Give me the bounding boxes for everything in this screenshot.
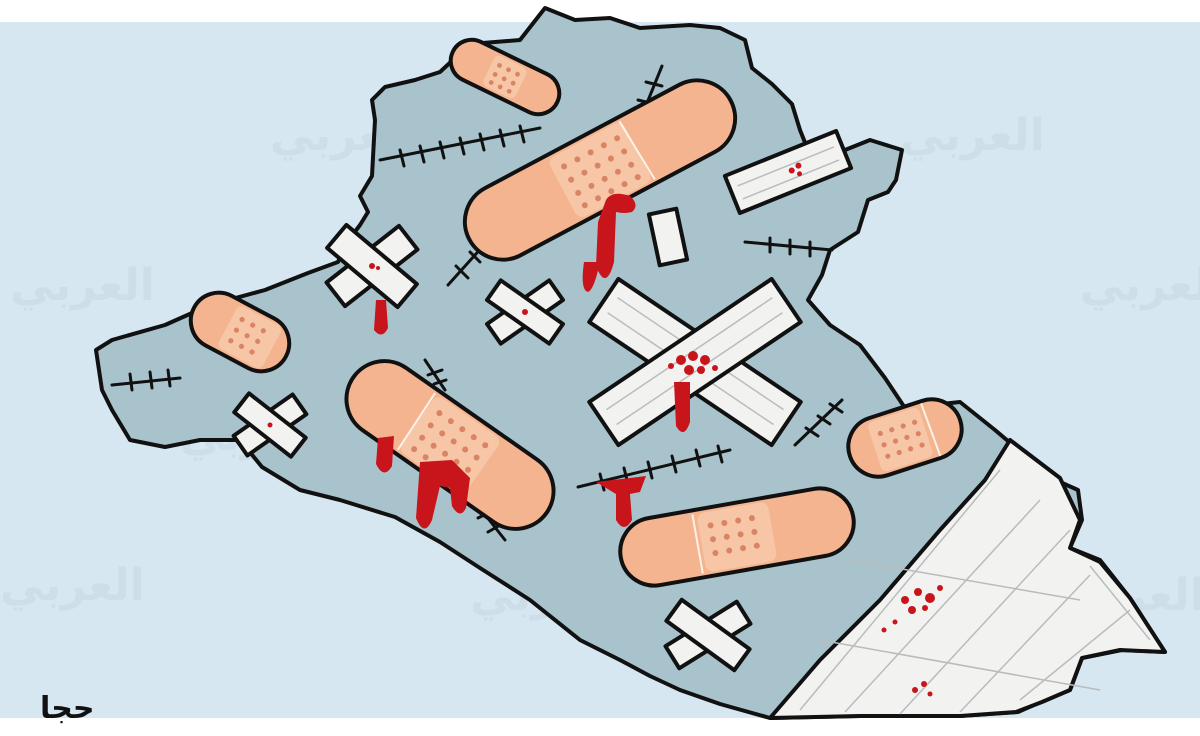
- gauze-strip-northeast: [722, 128, 854, 216]
- gauze-strip-small: [646, 206, 690, 268]
- top-white-strip: [0, 0, 1200, 22]
- watermark-text: العربي: [900, 110, 1045, 161]
- bandage-south: [618, 486, 856, 588]
- gauze-cross-southwest: [231, 391, 309, 459]
- gauze-cross-center-small: [484, 278, 566, 346]
- watermark-text: العربي: [1080, 260, 1200, 311]
- artist-signature: حجا: [40, 691, 95, 726]
- gauze-cross-south: [663, 597, 753, 673]
- bandage-top-left: [448, 37, 562, 117]
- gauze-blood-spots: [881, 585, 943, 697]
- bandage-east: [846, 397, 964, 479]
- bandage-west: [188, 290, 292, 374]
- gauze-cross-large: [587, 276, 803, 448]
- blood-drips: [374, 193, 690, 529]
- gauze-wrap: [768, 438, 1167, 720]
- watermark-text: العربي: [10, 260, 155, 311]
- gauze-cross-northwest: [324, 222, 420, 310]
- signature-text: حجا: [40, 691, 95, 726]
- watermark-text: العربي: [0, 560, 145, 611]
- bandage-large-center: [462, 78, 738, 262]
- bottom-white-strip: [0, 718, 1200, 736]
